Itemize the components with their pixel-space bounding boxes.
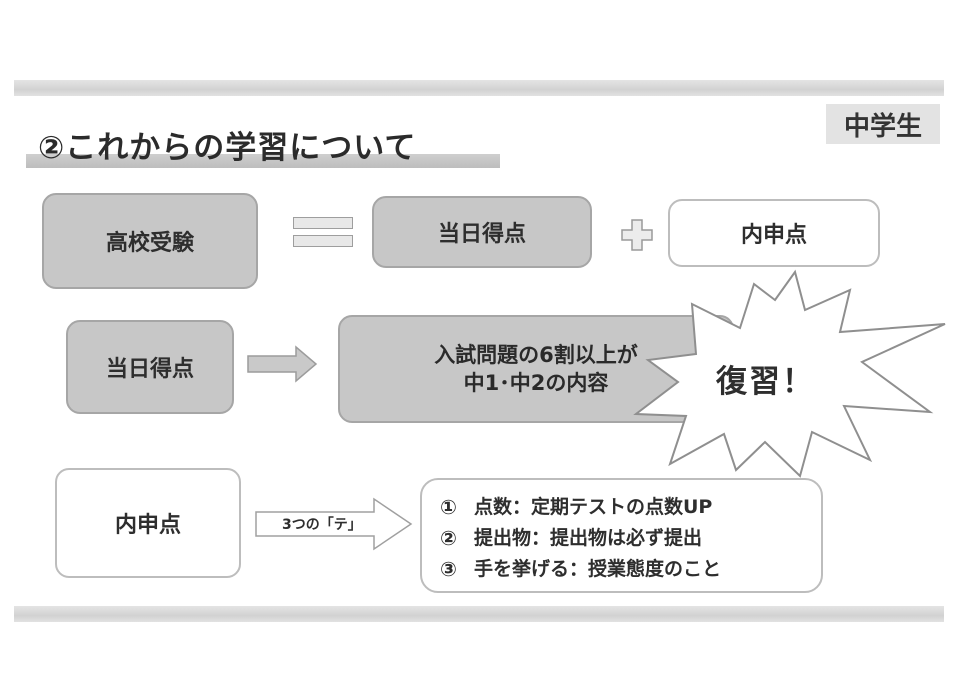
- exam-box: 高校受験: [42, 193, 258, 289]
- page-title: ②これからの学習について: [38, 130, 417, 166]
- day-score-box: 当日得点: [372, 196, 592, 268]
- day-score-label-2: 当日得点: [105, 357, 194, 382]
- exam-label: 高校受験: [105, 231, 194, 256]
- top-band: [14, 80, 944, 96]
- review-callout: 復習！: [716, 364, 815, 400]
- title-underline: [26, 154, 500, 168]
- naishin-list: ① 点数：定期テストの点数UP ② 提出物：提出物は必ず提出 ③ 手を挙げる：授…: [440, 492, 721, 585]
- list-item-number: ②: [440, 526, 457, 550]
- list-item-text: 点数：定期テストの点数UP: [474, 496, 713, 518]
- list-item: ① 点数：定期テストの点数UP: [440, 492, 721, 523]
- day-score-box-2: 当日得点: [66, 320, 234, 414]
- arrow-right-icon: [247, 345, 318, 383]
- starburst-shape: [633, 269, 946, 478]
- grade-label: 中学生: [843, 111, 922, 142]
- naishin-label-2: 内申点: [114, 513, 181, 538]
- equals-bar-top: [293, 217, 353, 229]
- list-item: ③ 手を挙げる：授業態度のこと: [440, 554, 721, 585]
- list-item-number: ①: [440, 495, 457, 519]
- equals-bar-bottom: [293, 235, 353, 247]
- naishin-box: 内申点: [668, 199, 880, 267]
- three-te-label: 3つの「テ」: [282, 517, 362, 533]
- exam-content-line2: 中1･中2の内容: [463, 371, 609, 395]
- list-item-text: 提出物：提出物は必ず提出: [474, 527, 703, 549]
- list-item: ② 提出物：提出物は必ず提出: [440, 523, 721, 554]
- arrow-right-large-icon: [255, 497, 413, 551]
- naishin-box-2: 内申点: [55, 468, 241, 578]
- naishin-list-box: ① 点数：定期テストの点数UP ② 提出物：提出物は必ず提出 ③ 手を挙げる：授…: [420, 478, 823, 593]
- naishin-label: 内申点: [740, 223, 807, 248]
- grade-badge: 中学生: [826, 104, 940, 144]
- plus-icon: [621, 219, 653, 251]
- exam-content-text: 入試問題の6割以上が 中1･中2の内容: [434, 341, 638, 398]
- list-item-number: ③: [440, 557, 457, 581]
- list-item-text: 手を挙げる：授業態度のこと: [474, 558, 722, 580]
- day-score-label: 当日得点: [437, 222, 526, 247]
- exam-content-line1: 入試問題の6割以上が: [434, 342, 638, 367]
- bottom-band: [14, 606, 944, 622]
